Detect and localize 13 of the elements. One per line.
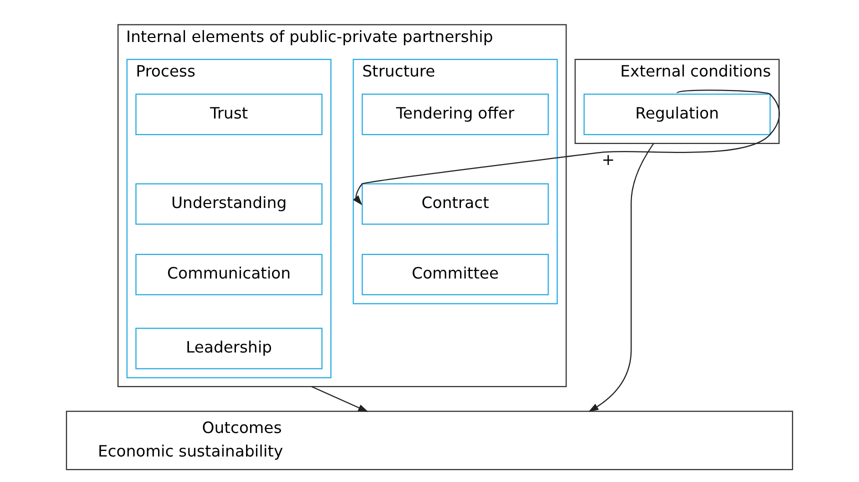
node-box: Understanding bbox=[135, 183, 322, 225]
edge-label: + bbox=[602, 150, 615, 169]
node-box: Outcomes Economic sustainability bbox=[66, 410, 794, 470]
node-box: Trust bbox=[135, 94, 322, 136]
arrow bbox=[352, 90, 780, 206]
node-box: Committee bbox=[362, 254, 549, 296]
node-box: Leadership bbox=[135, 328, 322, 370]
arrow bbox=[588, 143, 654, 412]
node-box: Tendering offer bbox=[362, 94, 549, 136]
node-box: Communication bbox=[135, 254, 322, 296]
node-box: Regulation bbox=[584, 94, 771, 136]
node-box: Contract bbox=[362, 183, 549, 225]
arrow bbox=[311, 386, 368, 412]
